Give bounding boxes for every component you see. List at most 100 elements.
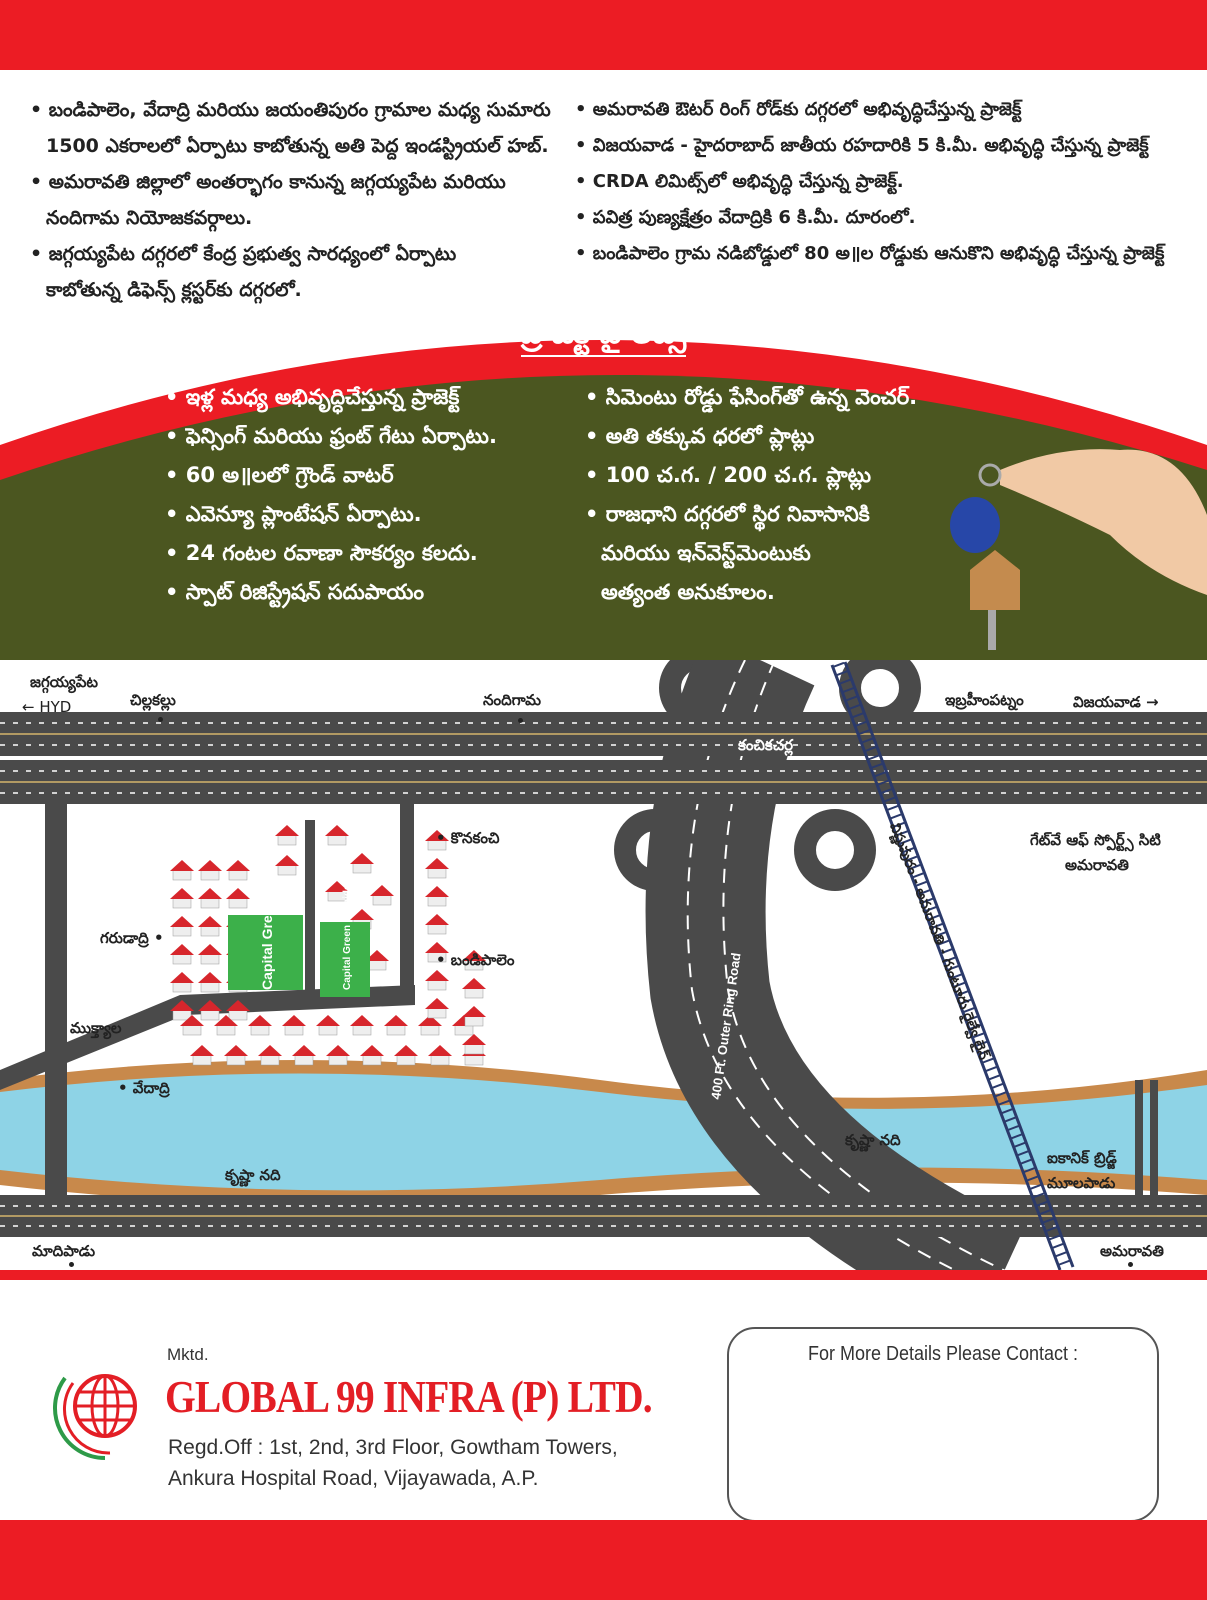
highlight-item: • అతి తక్కువ ధరలో ప్లాట్లు — [585, 424, 815, 448]
location-dot — [69, 1262, 74, 1267]
house-icon — [282, 1015, 306, 1036]
house-icon — [350, 853, 374, 874]
highlight-item: • సిమెంటు రోడ్డు ఫేసింగ్‌తో ఉన్న వెంచర్. — [585, 385, 918, 409]
highlight-item: • స్పాట్ రిజిస్ట్రేషన్ సదుపాయం — [165, 580, 425, 604]
house-icon — [418, 1015, 442, 1036]
highlights-left-list: • ఇళ్ల మధ్య అభివృద్ధిచేస్తున్న ప్రాజెక్ట… — [165, 378, 497, 612]
highlight-item: • ఎవెన్యూ ప్లాంటేషన్ ఏర్పాటు. — [165, 502, 422, 526]
house-icon — [198, 860, 222, 881]
label-krishna-river-right: కృష్ణా నది — [845, 1131, 901, 1149]
label-kanchikacherla: కంచికచర్ల — [738, 736, 794, 754]
house-icon — [170, 888, 194, 909]
company-name: GLOBAL 99 INFRA (P) LTD. — [165, 1371, 653, 1422]
location-dot — [158, 717, 163, 722]
highlight-item: మరియు ఇన్‌వెస్ట్‌మెంటుకు — [601, 541, 811, 565]
house-icon — [275, 855, 299, 876]
label-garudadri: గరుడాద్రి • — [100, 929, 164, 947]
house-icon — [190, 1045, 214, 1066]
house-icon — [428, 1045, 452, 1066]
intro-item: కాబోతున్న డిఫెన్స్ క్లస్టర్‌కు దగ్గరలో. — [46, 279, 302, 301]
house-icon — [292, 1045, 316, 1066]
house-icon — [170, 944, 194, 965]
house-icon — [425, 830, 449, 851]
highlight-item: • ఇళ్ల మధ్య అభివృద్ధిచేస్తున్న ప్రాజెక్ట… — [165, 385, 460, 409]
house-icon — [198, 1000, 222, 1021]
project-1-label: Capital Green Orchids — [259, 842, 275, 990]
project-plot-1 — [228, 915, 303, 990]
house-icon — [462, 978, 486, 999]
bottom-red-band — [0, 1520, 1207, 1600]
house-icon — [170, 860, 194, 881]
house-icon — [248, 1015, 272, 1036]
contact-label: For More Details Please Contact : — [807, 1343, 1079, 1365]
marketed-by-label: Mktd. — [167, 1345, 209, 1364]
railway-label: విష్ణుపురం - అమరావతి - గుంటూరు రైల్వే లై… — [884, 820, 992, 1063]
highlight-item: • ఫెన్సింగ్ మరియు ఫ్రంట్ గేటు ఏర్పాటు. — [165, 424, 497, 448]
label-iconic-bridge: ఐకానిక్ బ్రిడ్జ్ — [1047, 1149, 1117, 1167]
top-red-band — [0, 0, 1207, 70]
house-icon — [425, 998, 449, 1019]
house-icon — [425, 942, 449, 963]
railway-line — [830, 661, 1075, 1272]
house-icon — [224, 1045, 248, 1066]
highlights-background — [0, 340, 1207, 660]
house-icon — [198, 944, 222, 965]
house-icon — [394, 1045, 418, 1066]
label-mulapadu: మూలపాడు — [1047, 1174, 1116, 1192]
address-line-1: Regd.Off : 1st, 2nd, 3rd Floor, Gowtham … — [168, 1436, 618, 1459]
label-muktyala: ముక్త్యాల — [70, 1019, 122, 1037]
house-key-hand-illustration — [950, 449, 1207, 650]
house-icon — [462, 1034, 486, 1055]
intro-right-list: • అమరావతి ఔటర్ రింగ్ రోడ్‌కు దగ్గరలో అభి… — [575, 92, 1195, 272]
intro-item: • బండిపాలెం గ్రామ నడిబోడ్డులో 80 అ॥ల రోడ… — [575, 243, 1165, 264]
divider-red-line — [0, 1270, 1207, 1280]
house-icon — [350, 1015, 374, 1036]
house-icon — [462, 950, 486, 971]
house-icon — [170, 1000, 194, 1021]
location-dot — [1128, 1262, 1133, 1267]
house-icon — [226, 1000, 250, 1021]
house-icon — [180, 1015, 204, 1036]
address-line-2: Ankura Hospital Road, Vijayawada, A.P. — [168, 1467, 539, 1490]
highlights-right-list: • సిమెంటు రోడ్డు ఫేసింగ్‌తో ఉన్న వెంచర్.… — [585, 378, 917, 612]
label-madipadu: మాదిపాడు — [32, 1242, 96, 1260]
house-icon — [198, 972, 222, 993]
house-icon — [170, 972, 194, 993]
house-icon — [258, 1045, 282, 1066]
label-konakanchi: • కొనకంచి — [436, 829, 500, 847]
label-gateway-sports-city: గేట్‌వే ఆఫ్ స్పోర్ట్స్ సిటి — [1030, 831, 1161, 849]
highlight-item: • 60 అ॥లలో గ్రౌండ్ వాటర్ — [165, 463, 394, 487]
house-icon — [325, 881, 349, 902]
intro-item: • పవిత్ర పుణ్యక్షేత్రం వేదాద్రికి 6 కి.మ… — [575, 207, 916, 228]
house-icon — [275, 825, 299, 846]
highlights-title: ప్రాజెక్ట్ హైలెట్స్ — [0, 316, 1207, 358]
iconic-bridge — [1135, 1080, 1158, 1200]
label-vijayawada: విజయవాడ → — [1073, 693, 1159, 711]
highways — [0, 712, 1207, 1237]
label-amaravati: అమరావతి — [1100, 1242, 1164, 1260]
highlight-item: • రాజధాని దగ్గరలో స్థిర నివాసానికి — [585, 502, 870, 526]
house-icon — [425, 886, 449, 907]
intro-item: • అమరావతి ఔటర్ రింగ్ రోడ్‌కు దగ్గరలో అభి… — [575, 99, 1022, 120]
house-icon — [425, 914, 449, 935]
location-dot — [518, 718, 523, 723]
house-icon — [170, 916, 194, 937]
highlight-item: • 100 చ.గ. / 200 చ.గ. ప్లాట్లు — [585, 463, 872, 487]
house-icon — [198, 916, 222, 937]
label-hyd: ← HYD — [22, 698, 72, 716]
label-vedadri: • వేదాద్రి — [118, 1079, 170, 1097]
highlights-title-text: ప్రాజెక్ట్ హైలెట్స్ — [520, 316, 687, 357]
highlight-item: • 24 గంటల రవాణా సౌకర్యం కలదు. — [165, 541, 478, 565]
intro-item: • అమరావతి జిల్లాలో అంతర్భాగం కానున్న జగ్… — [30, 171, 506, 193]
house-icon — [326, 1045, 350, 1066]
globe-logo-icon — [53, 1374, 137, 1460]
highlight-item: అత్యంత అనుకూలం. — [601, 580, 775, 604]
project-2-label: Capital Green Orchids — [342, 884, 353, 990]
intro-item: • CRDA లిమిట్స్‌లో అభివృద్ధి చేస్తున్న ప… — [575, 171, 904, 192]
label-gateway-amaravati: అమరావతి — [1065, 856, 1129, 874]
house-icon — [462, 1006, 486, 1027]
intro-item: నందిగామ నియోజకవర్గాలు. — [46, 207, 253, 229]
house-icon — [370, 885, 394, 906]
house-icon — [226, 860, 250, 881]
company-address: Regd.Off : 1st, 2nd, 3rd Floor, Gowtham … — [168, 1432, 618, 1494]
